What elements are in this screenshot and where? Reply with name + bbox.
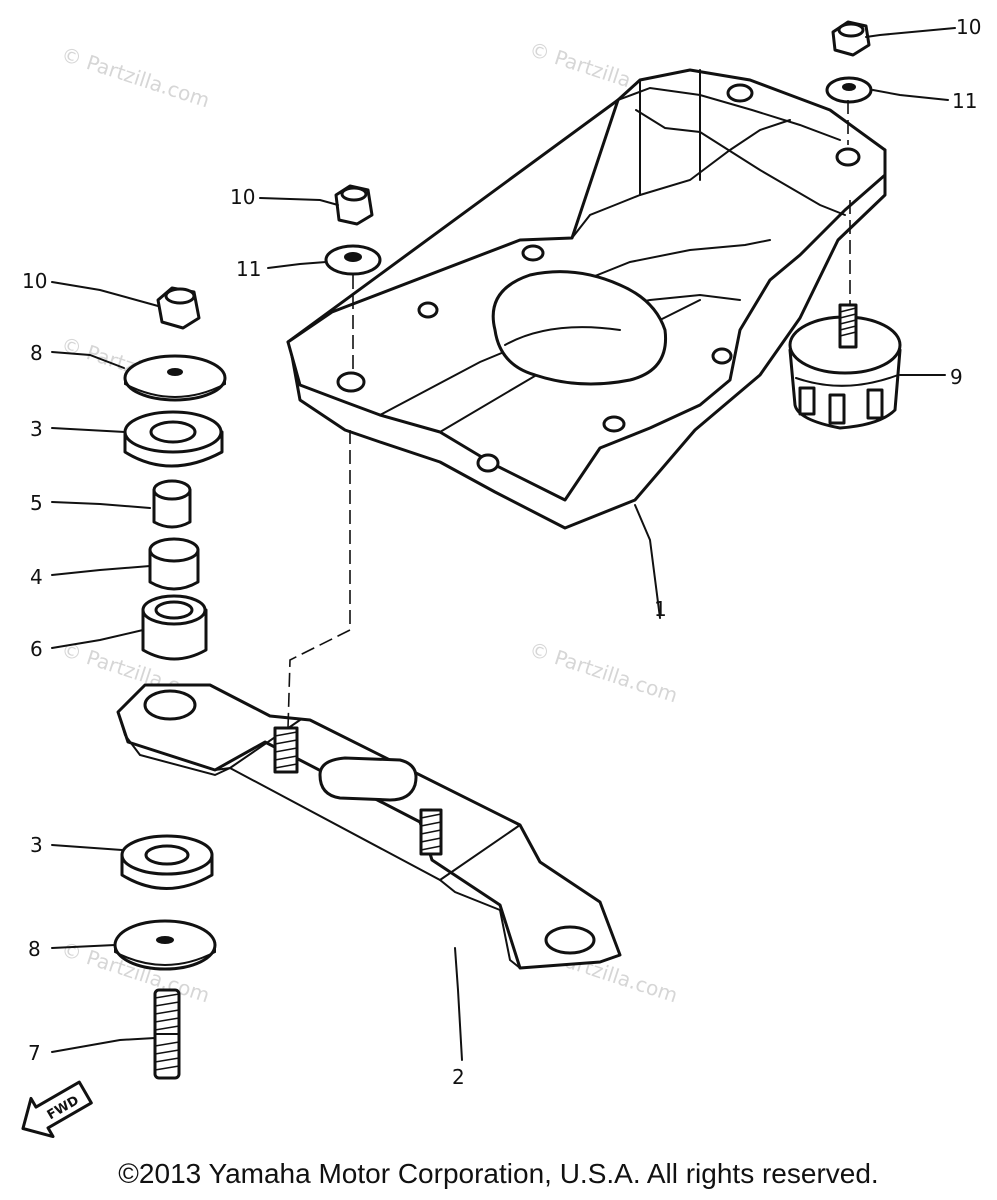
- nut-10-upper-right: [831, 20, 871, 57]
- bushing-6: [141, 594, 208, 661]
- bushing-3-top: [123, 410, 224, 468]
- callout-11-middle: 11: [236, 257, 261, 281]
- part-2-lower-plate: [116, 683, 622, 970]
- stud-7: [153, 988, 181, 1080]
- callout-11-right: 11: [952, 89, 977, 113]
- washer-8-bottom: [113, 919, 217, 971]
- callout-labels: 1 2 3 3 4 5 6 7 8 8 9 10 10 10 11 11: [22, 15, 981, 1089]
- washer-11-middle: [324, 244, 382, 276]
- watermark: © Partzilla.com: [526, 637, 680, 708]
- callout-10-left: 10: [22, 269, 47, 293]
- leader-lines: [51, 27, 956, 1061]
- collar-5: [152, 479, 192, 529]
- callout-5: 5: [30, 491, 43, 515]
- callout-8-bottom: 8: [28, 937, 41, 961]
- nut-10-middle: [334, 184, 374, 226]
- callout-3-bottom: 3: [30, 833, 43, 857]
- callout-8-top: 8: [30, 341, 43, 365]
- bushing-4: [148, 537, 200, 591]
- bushing-3-bottom: [120, 834, 214, 890]
- callout-10-right: 10: [956, 15, 981, 39]
- part-1-upper-bracket: [286, 68, 887, 530]
- callout-9: 9: [950, 365, 963, 389]
- washer-11-upper-right: [825, 76, 873, 104]
- callout-4: 4: [30, 565, 43, 589]
- watermark: © Partzilla.com: [58, 42, 212, 113]
- washer-8-top: [123, 354, 227, 402]
- part-9-rubber-mount: [788, 303, 902, 430]
- callout-2: 2: [452, 1065, 465, 1089]
- callout-7: 7: [28, 1041, 41, 1065]
- callout-10-middle: 10: [230, 185, 255, 209]
- callout-1: 1: [654, 597, 667, 621]
- copyright-notice: ©2013 Yamaha Motor Corporation, U.S.A. A…: [118, 1158, 879, 1189]
- nut-10-left: [156, 286, 201, 330]
- callout-3-top: 3: [30, 417, 43, 441]
- assembly-lines: [287, 100, 851, 729]
- fwd-arrow-icon: FWD: [21, 1080, 93, 1139]
- callout-6: 6: [30, 637, 43, 661]
